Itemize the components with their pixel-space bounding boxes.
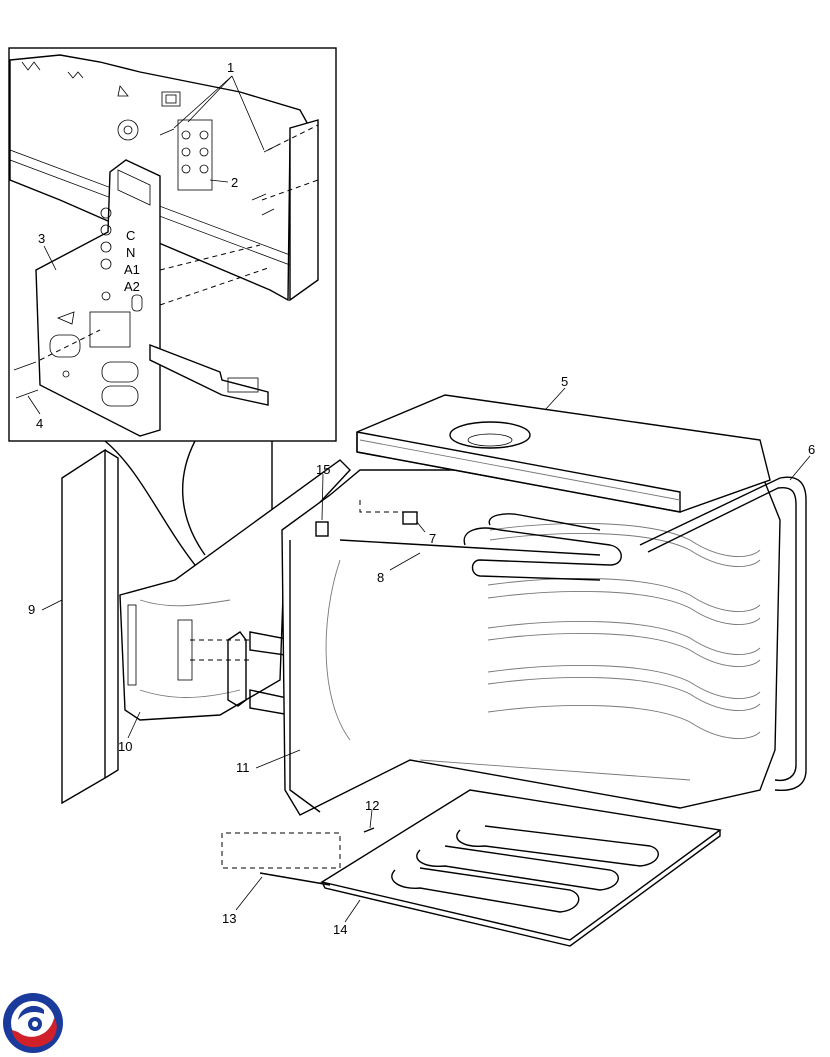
- shelf-runner-3: [487, 620, 761, 655]
- fan-aperture: [449, 421, 531, 449]
- thermostat-sensor: [402, 511, 418, 525]
- callout-2: 2: [231, 175, 238, 190]
- inset-side-bracket: [289, 119, 319, 302]
- callout-8: 8: [377, 570, 384, 585]
- callout-6: 6: [808, 442, 815, 457]
- control-plate: [35, 159, 161, 437]
- oven-cavity: [281, 469, 781, 816]
- shelf-runner-1: [489, 522, 761, 557]
- callout-13: 13: [222, 911, 236, 926]
- screw: [363, 827, 375, 833]
- inset-link-bar: [149, 343, 269, 406]
- marking-n: N: [126, 245, 135, 260]
- door-seal: [639, 476, 807, 792]
- callout-labels: 1 2 3 4 5 6 7 8 9 10 11 12 13 14 15: [28, 60, 815, 937]
- callout-14: 14: [333, 922, 347, 937]
- callout-3: 3: [38, 231, 45, 246]
- callout-7: 7: [429, 531, 436, 546]
- callout-4: 4: [36, 416, 43, 431]
- callout-15: 15: [316, 462, 330, 477]
- marking-c: C: [126, 228, 135, 243]
- base-element: [391, 825, 659, 913]
- callout-9: 9: [28, 602, 35, 617]
- inset-pointer: [104, 440, 196, 566]
- clip: [315, 521, 329, 537]
- shelf-runner-5: [487, 704, 761, 739]
- gear-icon: [117, 119, 139, 141]
- wiring-bracket: [227, 631, 247, 707]
- base-tray: [320, 789, 722, 941]
- leader-lines: [27, 75, 811, 923]
- brand-logo: [3, 993, 63, 1053]
- callout-11: 11: [236, 760, 250, 775]
- inset-detail: C N A1 A2: [8, 47, 337, 442]
- marking-a1: A1: [124, 262, 140, 277]
- terminal-block: [177, 119, 213, 191]
- marking-a2: A2: [124, 279, 140, 294]
- callout-10: 10: [118, 739, 132, 754]
- shelf-runner-2: [487, 577, 761, 612]
- grill-element: [339, 527, 622, 581]
- side-panel: [61, 448, 106, 805]
- element-rod: [259, 872, 331, 886]
- callout-1: 1: [227, 60, 234, 75]
- callout-5: 5: [561, 374, 568, 389]
- shelf-runner-4: [487, 664, 761, 699]
- callout-12: 12: [365, 798, 379, 813]
